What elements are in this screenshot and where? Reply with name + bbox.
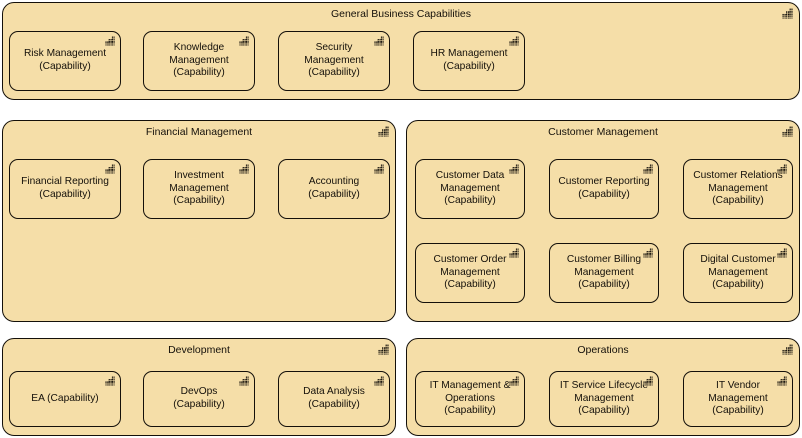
capability-label: IT Service Lifecycle Management (Capabil… — [559, 380, 649, 417]
group-title-operations: Operations — [577, 344, 629, 356]
capability-customer-reporting[interactable]: Customer Reporting (Capability) — [549, 159, 659, 219]
capability-icon — [782, 344, 793, 355]
capability-label: Customer Billing Management (Capability) — [566, 254, 642, 291]
capability-icon — [782, 126, 793, 137]
capability-label: Customer Order Management (Capability) — [433, 254, 507, 291]
capability-icon — [509, 376, 519, 386]
capability-icon — [378, 344, 389, 355]
capability-ea[interactable]: EA (Capability) — [9, 371, 121, 427]
capability-label: Risk Management (Capability) — [23, 48, 107, 72]
capability-label: Data Analysis (Capability) — [303, 386, 365, 410]
capability-label: EA (Capability) — [31, 392, 99, 404]
capability-label: Customer Relations Management (Capabilit… — [693, 170, 783, 207]
group-title-financial-management: Financial Management — [145, 126, 253, 138]
capability-label: Digital Customer Management (Capability) — [700, 254, 776, 291]
capability-label: Knowledge Management (Capability) — [169, 42, 229, 79]
capability-it-service-lifecycle-management[interactable]: IT Service Lifecycle Management (Capabil… — [549, 371, 659, 427]
capability-it-vendor-management[interactable]: IT Vendor Management (Capability) — [683, 371, 793, 427]
capability-hr-management[interactable]: HR Management (Capability) — [413, 31, 525, 91]
capability-customer-data-management[interactable]: Customer Data Management (Capability) — [415, 159, 525, 219]
capability-label: Accounting (Capability) — [308, 176, 360, 200]
capability-icon — [374, 36, 384, 46]
capability-label: Investment Management (Capability) — [169, 170, 229, 207]
capability-icon — [105, 36, 115, 46]
capability-icon — [643, 376, 653, 386]
capability-customer-order-management[interactable]: Customer Order Management (Capability) — [415, 243, 525, 303]
capability-icon — [509, 248, 519, 258]
capability-financial-reporting[interactable]: Financial Reporting (Capability) — [9, 159, 121, 219]
capability-it-management-operations[interactable]: IT Management & Operations (Capability) — [415, 371, 525, 427]
capability-investment-management[interactable]: Investment Management (Capability) — [143, 159, 255, 219]
capability-knowledge-management[interactable]: Knowledge Management (Capability) — [143, 31, 255, 91]
capability-label: IT Management & Operations (Capability) — [429, 380, 511, 417]
group-title-general-business-capabilities: General Business Capabilities — [330, 8, 472, 20]
capability-data-analysis[interactable]: Data Analysis (Capability) — [278, 371, 390, 427]
capability-label: Customer Reporting (Capability) — [558, 176, 650, 200]
capability-icon — [777, 164, 787, 174]
capability-label: Customer Data Management (Capability) — [435, 170, 505, 207]
capability-label: Security Management (Capability) — [304, 42, 364, 79]
capability-customer-relations-management[interactable]: Customer Relations Management (Capabilit… — [683, 159, 793, 219]
capability-label: Financial Reporting (Capability) — [21, 176, 109, 200]
group-development[interactable]: Development EA (Capability) DevOps (Capabi… — [2, 338, 396, 436]
capability-icon — [777, 248, 787, 258]
capability-icon — [782, 8, 793, 19]
capability-devops[interactable]: DevOps (Capability) — [143, 371, 255, 427]
capability-label: DevOps (Capability) — [173, 386, 225, 410]
group-title-customer-management: Customer Management — [548, 126, 658, 138]
capability-icon — [509, 36, 519, 46]
capability-label: IT Vendor Management (Capability) — [708, 380, 768, 417]
capability-digital-customer-management[interactable]: Digital Customer Management (Capability) — [683, 243, 793, 303]
capability-icon — [105, 376, 115, 386]
capability-accounting[interactable]: Accounting (Capability) — [278, 159, 390, 219]
capability-icon — [643, 164, 653, 174]
capability-icon — [239, 376, 249, 386]
capability-label: HR Management (Capability) — [430, 48, 508, 72]
capability-icon — [239, 36, 249, 46]
capability-icon — [777, 376, 787, 386]
capability-icon — [643, 248, 653, 258]
capability-customer-billing-management[interactable]: Customer Billing Management (Capability) — [549, 243, 659, 303]
capability-security-management[interactable]: Security Management (Capability) — [278, 31, 390, 91]
capability-icon — [239, 164, 249, 174]
capability-risk-management[interactable]: Risk Management (Capability) — [9, 31, 121, 91]
group-title-development: Development — [168, 344, 230, 356]
capability-icon — [378, 126, 389, 137]
capability-icon — [374, 376, 384, 386]
capability-icon — [105, 164, 115, 174]
capability-icon — [509, 164, 519, 174]
capability-icon — [374, 164, 384, 174]
group-operations[interactable]: Operations IT Management & Operations (Ca… — [406, 338, 800, 436]
